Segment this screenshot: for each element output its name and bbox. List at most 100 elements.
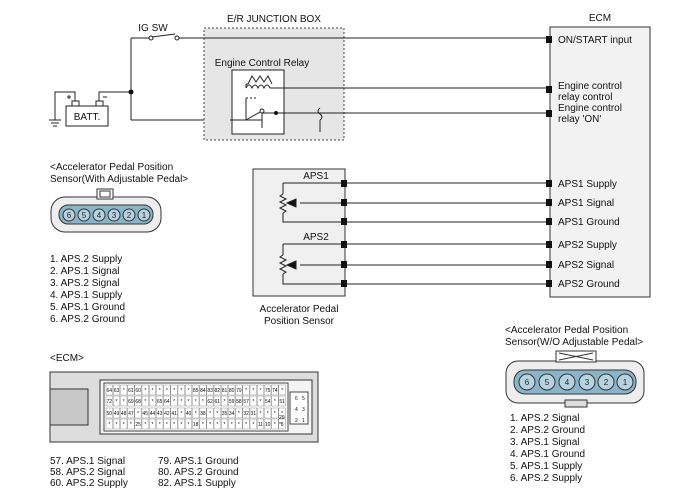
relay-coil [245, 75, 276, 90]
ecm-grid-pin: 72 [107, 399, 113, 405]
relay-output-wire [317, 107, 323, 132]
ecm-grid-cell [148, 395, 156, 407]
battery-label: BATT. [74, 112, 100, 123]
ecm-grid-pin: * [152, 422, 154, 428]
ecm-grid-cell [235, 384, 243, 396]
ecm-grid-pin: 47 [128, 411, 134, 417]
ecm-grid-cell [213, 395, 221, 407]
ecm-grid-pin: * [274, 399, 276, 405]
ecm-grid-pin: * [159, 388, 161, 394]
with-pedal-pins: 6 5 4 3 2 1 [62, 208, 151, 222]
ecm-grid-cell [156, 395, 164, 407]
ecm-grid-cell [257, 407, 265, 419]
svg-text:4. APS.1 Ground: 4. APS.1 Ground [510, 449, 585, 460]
ecm-grid-cell [141, 384, 149, 396]
ecm-grid-pin: * [123, 399, 125, 405]
ecm-grid-pin: 82 [215, 388, 221, 394]
ecm-grid-pin: 50 [107, 411, 113, 417]
ecm-grid-pin: * [281, 388, 283, 394]
aps-sensor-label-1: Accelerator Pedal [260, 304, 339, 315]
ecm-grid-cell [177, 407, 185, 419]
ecm-pin-relay-on-1: Engine control [558, 103, 622, 114]
ecm-grid-cell [235, 407, 243, 419]
ecm-grid-cell [148, 384, 156, 396]
ecm-grid-pin: * [180, 422, 182, 428]
ecm-grid-cell [105, 384, 113, 396]
ecm-grid-cell [249, 384, 257, 396]
ecm-grid-cell [141, 395, 149, 407]
svg-text:1: 1 [302, 418, 305, 424]
ecm-grid-pin: * [267, 411, 269, 417]
ecm-grid-cell [235, 395, 243, 407]
ecm-grid-cell [242, 407, 250, 419]
ecm-grid-pin: * [152, 388, 154, 394]
ecm-grid-pin: * [166, 422, 168, 428]
svg-text:1: 1 [623, 378, 628, 387]
svg-text:4. APS.1 Supply: 4. APS.1 Supply [50, 290, 122, 301]
ecm-grid-pin: * [144, 388, 146, 394]
svg-text:82. APS.1 Supply: 82. APS.1 Supply [158, 478, 236, 489]
ecm-grid-pin: * [166, 388, 168, 394]
battery-neg-terminal [71, 100, 80, 107]
ecm-grid-pin: * [260, 388, 262, 394]
ecm-grid-pin: 75 [265, 388, 271, 394]
ecm-grid-cell [120, 407, 128, 419]
ecm-grid-pin: 69 [128, 399, 134, 405]
ecm-grid-pin: 62 [207, 399, 213, 405]
relay-label: Engine Control Relay [215, 58, 310, 69]
ecm-pin-list-left: 57. APS.1 Signal 58. APS.2 Signal 60. AP… [50, 456, 128, 489]
svg-text:5. APS.1 Ground: 5. APS.1 Ground [50, 302, 125, 313]
ecm-grid-cell [249, 395, 257, 407]
ecm-grid-cell [127, 384, 135, 396]
ecm-grid-pin: 34 [229, 411, 235, 417]
ecm-grid-pin: * [274, 411, 276, 417]
ecm-grid-pin: 42 [164, 411, 170, 417]
aps2-label: APS2 [303, 232, 329, 243]
svg-text:2. APS.2 Ground: 2. APS.2 Ground [510, 425, 585, 436]
svg-text:3: 3 [302, 407, 305, 413]
svg-text:5: 5 [302, 396, 305, 402]
ecm-grid-pin: 79 [236, 388, 242, 394]
ecm-grid-pin: * [108, 422, 110, 428]
ecm-grid-cell [105, 407, 113, 419]
with-pedal-title-2: Sensor(With Adjustable Pedal> [50, 174, 188, 185]
ecm-grid-cell [264, 384, 272, 396]
ecm-grid-cell [127, 407, 135, 419]
svg-text:29: 29 [279, 415, 285, 421]
ecm-grid-cell [220, 418, 228, 430]
ecm-grid-pin: 45 [143, 411, 149, 417]
engine-control-relay [231, 69, 285, 135]
ecm-grid-pin: 80 [229, 388, 235, 394]
ecm-grid-pin: 32 [243, 411, 249, 417]
aps2-potentiometer-icon [278, 243, 341, 285]
ecm-grid-cell [184, 407, 192, 419]
ecm-grid-cell [141, 418, 149, 430]
ecm-grid-cell [163, 395, 171, 407]
ecm-grid-cell [257, 395, 265, 407]
svg-text:1. APS.2 Signal: 1. APS.2 Signal [510, 413, 580, 424]
ecm-grid-pin: 38 [200, 411, 206, 417]
ecm-grid-pin: * [188, 422, 190, 428]
ecm-pin-list-right: 79. APS.1 Ground 80. APS.2 Ground 82. AP… [158, 456, 239, 489]
ecm-grid-pin: 25 [135, 422, 141, 428]
ecm-grid-cell [228, 407, 236, 419]
ecm-grid-pin: 60 [135, 388, 141, 394]
ecm-grid-cell [120, 418, 128, 430]
ecm-grid-cell [163, 407, 171, 419]
svg-text:6. APS.2 Ground: 6. APS.2 Ground [50, 314, 125, 325]
ecm-grid-cell [192, 395, 200, 407]
ecm-grid-cell [105, 395, 113, 407]
ecm-grid-pin: * [238, 411, 240, 417]
ecm-grid-cell [156, 384, 164, 396]
ecm-grid-pin: * [238, 422, 240, 428]
ecm-grid-pin: 64 [164, 399, 170, 405]
ecm-grid-pin: 8 [281, 422, 284, 428]
ecm-grid-pin: * [180, 411, 182, 417]
ecm-grid-cell [199, 384, 207, 396]
ecm-grid-cell [206, 407, 214, 419]
ecm-grid-cell [206, 395, 214, 407]
ecm-grid-pin: * [274, 422, 276, 428]
ecm-grid-pin: * [152, 399, 154, 405]
ecm-grid-cell [156, 407, 164, 419]
ecm-grid-cell [206, 418, 214, 430]
